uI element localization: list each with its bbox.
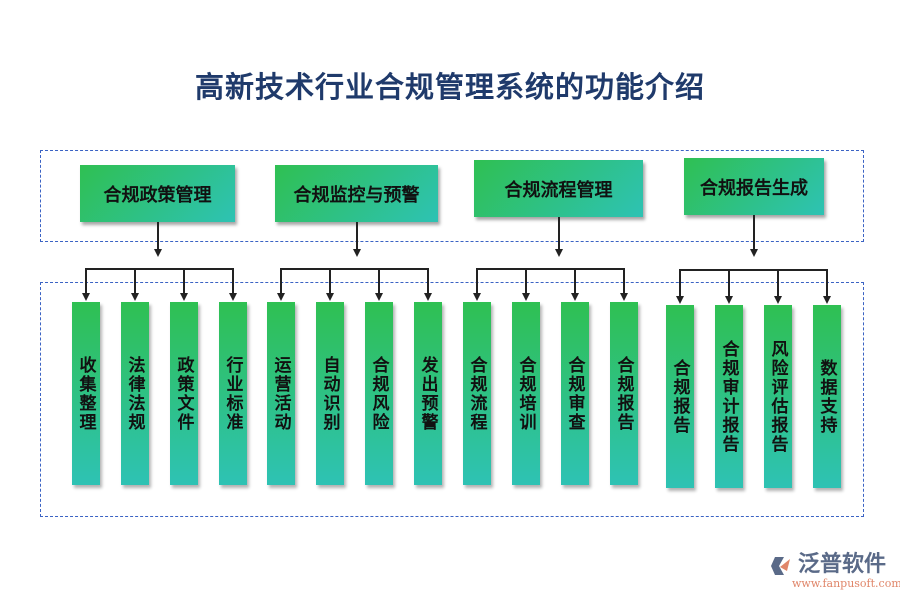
- connector-line: [232, 268, 234, 294]
- sub-function-box: 行业标准: [219, 302, 247, 485]
- arrow-head: [326, 293, 334, 301]
- connector-line: [329, 268, 331, 294]
- arrow-head: [375, 293, 383, 301]
- connector-line: [574, 268, 576, 294]
- connector-line: [427, 268, 429, 294]
- arrow-head: [522, 293, 530, 301]
- sub-level-frame: [40, 282, 864, 517]
- logo-icon: [771, 557, 790, 575]
- connector-line: [477, 268, 625, 270]
- connector-line: [355, 222, 358, 250]
- arrow-head: [473, 293, 481, 301]
- arrow-head: [229, 293, 237, 301]
- arrow-head: [571, 293, 579, 301]
- group-header-box: 合规监控与预警: [275, 165, 438, 222]
- sub-function-box: 法律法规: [121, 302, 149, 485]
- arrow-head: [620, 293, 628, 301]
- connector-line: [476, 268, 478, 294]
- top-level-frame: [40, 150, 864, 242]
- sub-function-box: 合规报告: [666, 305, 694, 488]
- connector-line: [378, 268, 380, 294]
- connector-line: [183, 268, 185, 294]
- sub-function-box: 收集整理: [72, 302, 100, 485]
- sub-function-box: 自动识别: [316, 302, 344, 485]
- connector-line: [679, 269, 681, 297]
- connector-line: [525, 268, 527, 294]
- sub-function-box: 政策文件: [170, 302, 198, 485]
- group-header-box: 合规报告生成: [684, 158, 824, 215]
- connector-line: [156, 222, 159, 250]
- group-header-box: 合规政策管理: [80, 165, 235, 222]
- arrow-head: [82, 293, 90, 301]
- sub-function-box: 运营活动: [267, 302, 295, 485]
- page-title: 高新技术行业合规管理系统的功能介绍: [194, 70, 705, 104]
- arrow-head: [180, 293, 188, 301]
- arrow-head: [774, 296, 782, 304]
- arrow-head: [823, 296, 831, 304]
- sub-function-box: 发出预警: [414, 302, 442, 485]
- connector-line: [753, 215, 755, 250]
- sub-function-box: 合规流程: [463, 302, 491, 485]
- connector-line: [623, 268, 625, 294]
- sub-function-box: 合规审计报告: [715, 305, 743, 488]
- arrow-head: [352, 249, 361, 257]
- connector-line: [86, 268, 234, 270]
- connector-line: [280, 268, 282, 294]
- connector-line: [557, 217, 560, 250]
- arrow-head: [277, 293, 285, 301]
- connector-line: [85, 268, 87, 294]
- arrow-head: [676, 296, 684, 304]
- connector-line: [777, 269, 779, 297]
- logo-name: 泛普软件: [798, 552, 887, 577]
- connector-line: [728, 269, 730, 297]
- sub-function-box: 合规培训: [512, 302, 540, 485]
- connector-line: [826, 269, 828, 297]
- sub-function-box: 合规审查: [561, 302, 589, 485]
- group-header-box: 合规流程管理: [474, 160, 643, 217]
- arrow-head: [424, 293, 432, 301]
- arrow-head: [750, 249, 758, 257]
- logo-url: www.fanpusoft.com: [792, 577, 900, 590]
- connector-line: [680, 269, 828, 271]
- arrow-head: [131, 293, 139, 301]
- sub-function-box: 数据支持: [813, 305, 841, 488]
- sub-function-box: 风险评估报告: [764, 305, 792, 488]
- arrow-head: [153, 249, 162, 257]
- connector-line: [281, 268, 429, 270]
- logo: 泛普软件 www.fanpusoft.com: [770, 553, 900, 590]
- arrow-head: [725, 296, 733, 304]
- connector-line: [134, 268, 136, 294]
- arrow-head: [554, 249, 563, 257]
- sub-function-box: 合规报告: [610, 302, 638, 485]
- sub-function-box: 合规风险: [365, 302, 393, 485]
